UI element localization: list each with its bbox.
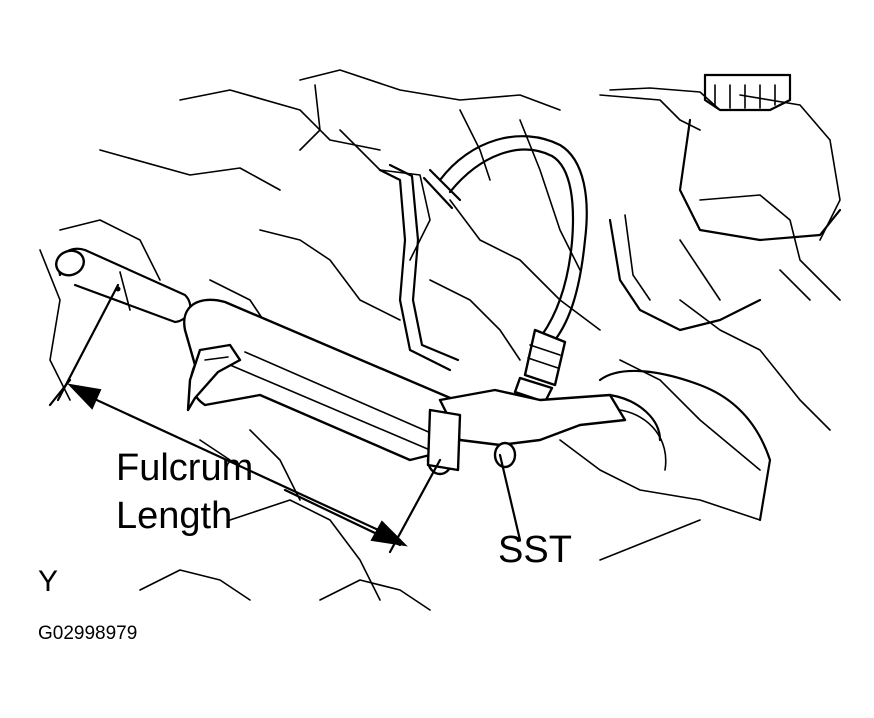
sst-label: SST bbox=[498, 529, 572, 571]
sst-leader-line bbox=[498, 453, 522, 542]
fulcrum-length-label-line1: Fulcrum bbox=[116, 447, 254, 489]
brake-lines bbox=[378, 163, 762, 372]
fulcrum-length-label-line2: Length bbox=[116, 495, 233, 537]
brake-hose bbox=[422, 135, 588, 404]
fulcrum-length-dimension bbox=[48, 283, 442, 554]
view-letter: Y bbox=[38, 565, 59, 598]
reservoir-cap bbox=[678, 73, 842, 242]
hand-outline bbox=[598, 369, 772, 522]
extension-handle bbox=[55, 247, 192, 324]
figure-id: G02998979 bbox=[38, 623, 138, 644]
